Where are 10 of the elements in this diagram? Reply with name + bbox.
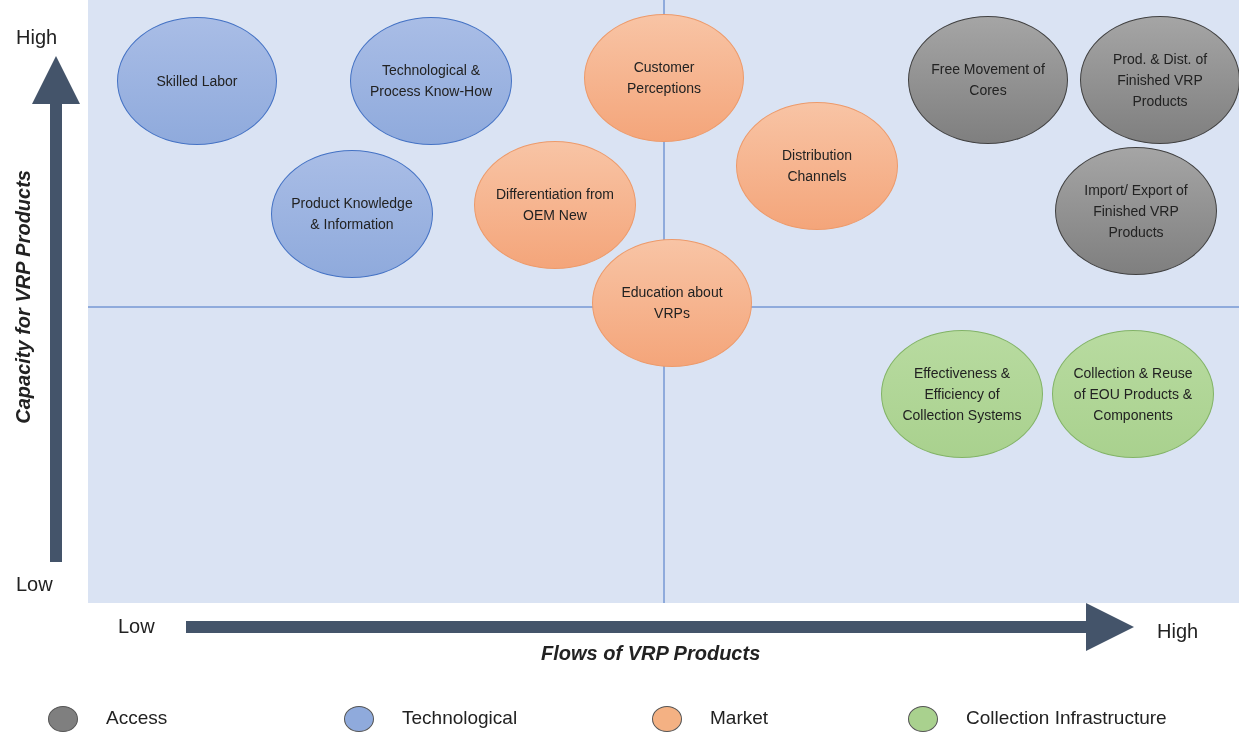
axis-tick-label: High	[16, 26, 58, 49]
axis-tick-label: Low	[16, 573, 53, 596]
legend-label: Collection Infrastructure	[966, 707, 1167, 729]
axis-title: Capacity for VRP Products	[12, 170, 35, 424]
axis-tick-label: High	[1157, 620, 1199, 643]
legend-label: Market	[710, 707, 769, 729]
axis-title: Flows of VRP Products	[541, 642, 761, 665]
axis-tick-label: Low	[118, 615, 155, 638]
legend-label: Technological	[402, 707, 518, 729]
legend-label: Access	[106, 707, 168, 729]
